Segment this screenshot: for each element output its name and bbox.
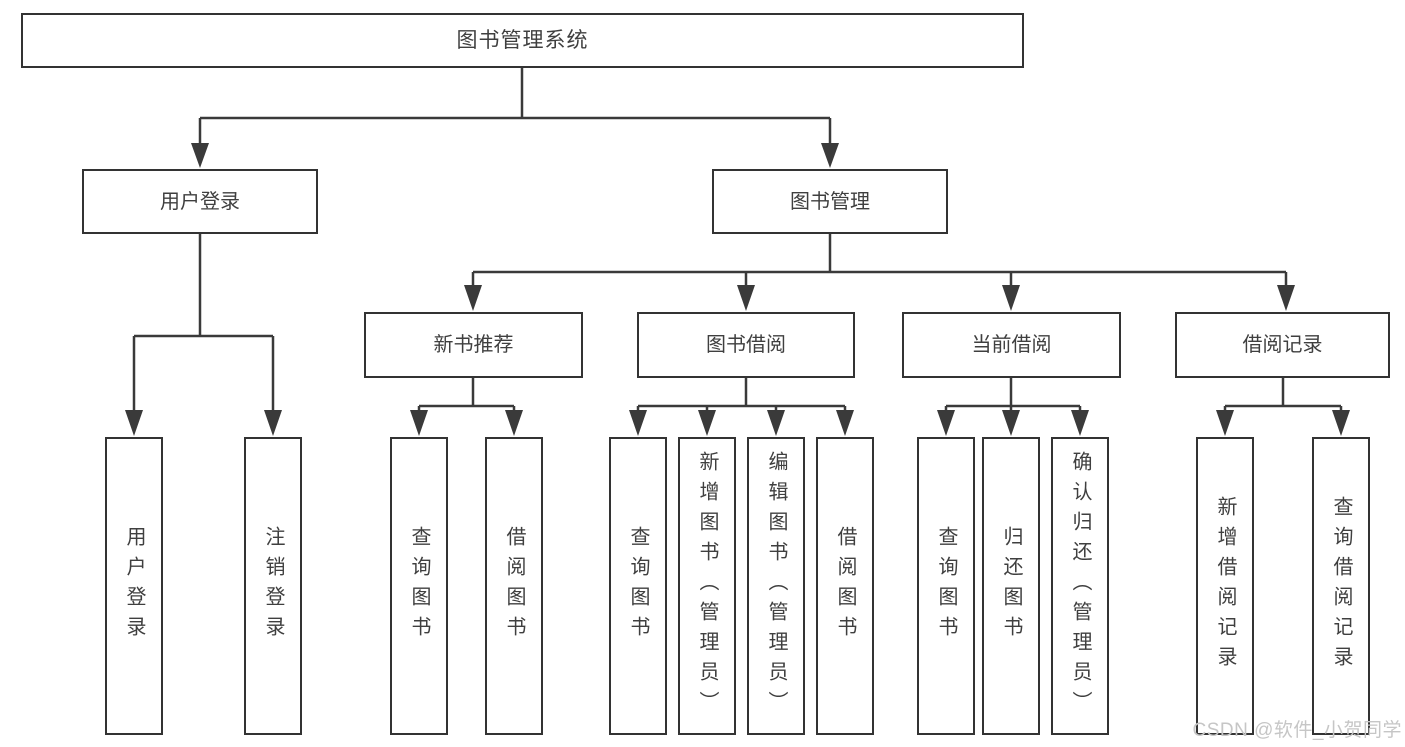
node-label: 查询借阅记录 xyxy=(1330,496,1352,676)
connector-borrowing-records xyxy=(1216,378,1350,436)
node-leaf-query-books-recommend: 查询图书 xyxy=(390,437,448,735)
arrowhead-icon xyxy=(937,410,1089,436)
node-label: 归还图书 xyxy=(1000,526,1022,646)
node-leaf-borrow-books-recommend: 借阅图书 xyxy=(485,437,543,735)
node-leaf-borrow-books: 借阅图书 xyxy=(816,437,874,735)
node-root-label: 图书管理系统 xyxy=(456,28,589,52)
node-borrowing-records: 借阅记录 xyxy=(1175,312,1390,378)
node-label: 当前借阅 xyxy=(971,334,1052,356)
node-label: 用户登录 xyxy=(123,526,145,646)
node-label: 借阅图书 xyxy=(503,526,525,646)
node-label: 新增借阅记录 xyxy=(1214,496,1236,676)
node-leaf-confirm-return-admin: 确认归还（管理员） xyxy=(1051,437,1109,735)
node-label: 图书管理 xyxy=(790,190,870,213)
node-new-book-recommend: 新书推荐 xyxy=(364,312,583,378)
node-label: 查询图书 xyxy=(408,526,430,646)
arrowhead-icon xyxy=(410,410,523,436)
connector-book-management xyxy=(464,234,1295,311)
node-user-login: 用户登录 xyxy=(82,169,318,234)
node-label: 查询图书 xyxy=(627,526,649,646)
arrowhead-icon xyxy=(1216,410,1350,436)
connector-book-borrowing xyxy=(629,378,854,436)
node-book-management: 图书管理 xyxy=(712,169,948,234)
node-leaf-add-borrow-record: 新增借阅记录 xyxy=(1196,437,1254,735)
node-label: 借阅图书 xyxy=(834,526,856,646)
node-label: 确认归还（管理员） xyxy=(1069,451,1091,721)
arrowhead-icon xyxy=(464,285,1295,311)
node-leaf-add-book-admin: 新增图书（管理员） xyxy=(678,437,736,735)
arrowhead-icon xyxy=(125,410,282,436)
node-leaf-logout: 注销登录 xyxy=(244,437,302,735)
connector-new-book-recommend xyxy=(410,378,523,436)
node-leaf-edit-book-admin: 编辑图书（管理员） xyxy=(747,437,805,735)
node-root: 图书管理系统 xyxy=(21,13,1024,68)
node-leaf-query-borrow-record: 查询借阅记录 xyxy=(1312,437,1370,735)
connector-user-login xyxy=(125,234,282,436)
arrowhead-icon xyxy=(629,410,854,436)
node-label: 图书借阅 xyxy=(706,334,786,356)
connector-current-borrowing xyxy=(937,378,1089,436)
node-book-borrowing: 图书借阅 xyxy=(637,312,855,378)
node-label: 借阅记录 xyxy=(1242,334,1323,356)
node-label: 新书推荐 xyxy=(433,334,514,356)
connector-root xyxy=(191,68,839,168)
node-leaf-return-books: 归还图书 xyxy=(982,437,1040,735)
node-label: 新增图书（管理员） xyxy=(696,451,718,721)
node-label: 用户登录 xyxy=(160,190,240,213)
node-label: 注销登录 xyxy=(262,526,284,646)
node-label: 查询图书 xyxy=(935,526,957,646)
watermark: CSDN @软件_小贺同学 xyxy=(1192,720,1402,741)
node-leaf-query-books-current: 查询图书 xyxy=(917,437,975,735)
node-leaf-user-login: 用户登录 xyxy=(105,437,163,735)
node-label: 编辑图书（管理员） xyxy=(765,451,787,721)
arrowhead-icon xyxy=(191,143,839,168)
node-leaf-query-books-borrow: 查询图书 xyxy=(609,437,667,735)
node-current-borrowing: 当前借阅 xyxy=(902,312,1121,378)
